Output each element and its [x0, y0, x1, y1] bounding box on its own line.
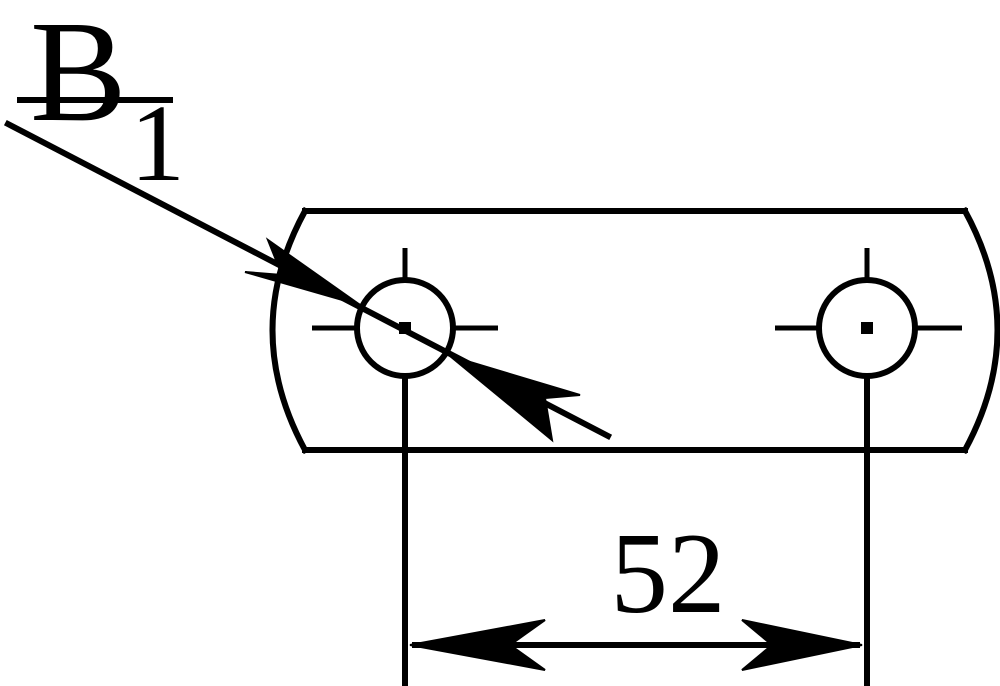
right-hole — [775, 248, 962, 379]
dimension-value: 52 — [611, 510, 726, 637]
plate-outline — [269, 206, 1000, 455]
section-leader: B 1 — [3, 0, 613, 443]
dimension-52: 52 — [409, 510, 863, 671]
dimension-arrow-left — [409, 619, 546, 671]
section-label-subscript: 1 — [130, 82, 185, 204]
dimension-arrow-right — [741, 619, 863, 671]
left-hole — [312, 248, 498, 379]
leader-arrow-lower — [449, 355, 581, 443]
leader-arrow-upper — [244, 237, 361, 306]
plate-right-arc — [960, 206, 1000, 455]
plate-left-arc — [269, 206, 310, 455]
right-center-mark — [861, 322, 873, 334]
section-label-letter: B — [30, 0, 127, 152]
